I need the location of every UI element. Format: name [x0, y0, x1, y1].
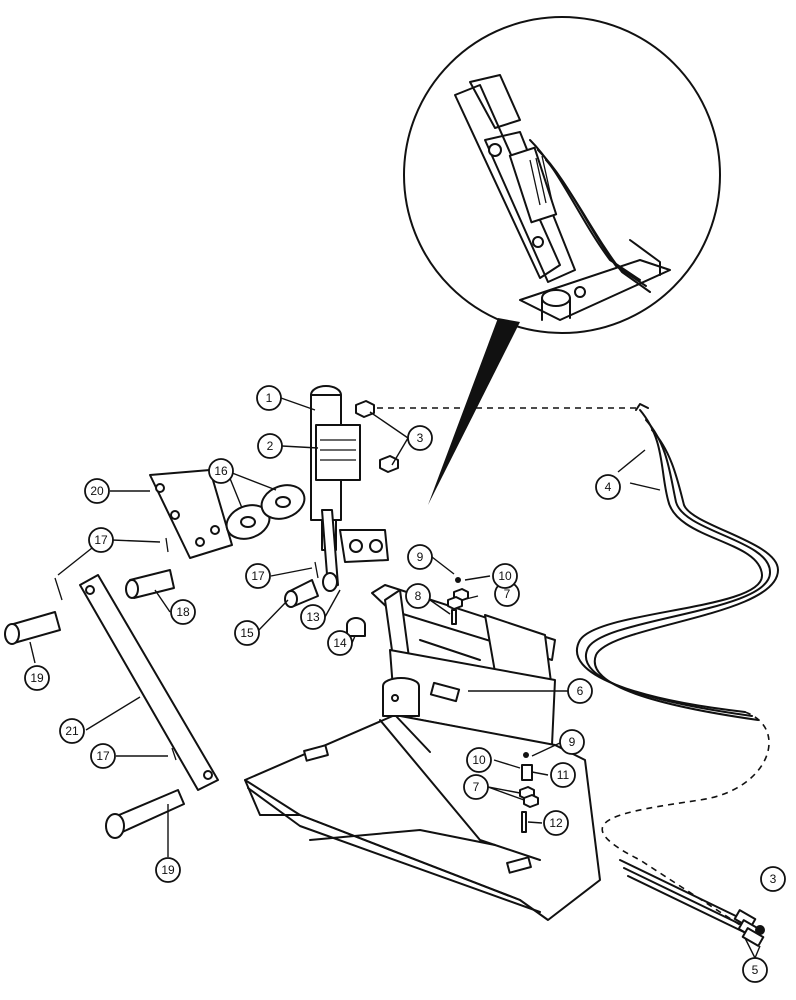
- link-bar: [79, 574, 219, 791]
- svg-text:20: 20: [90, 484, 104, 498]
- callout-2: 2: [257, 433, 283, 459]
- inset-arm: [454, 74, 671, 321]
- svg-text:5: 5: [752, 963, 759, 977]
- washers: [225, 484, 306, 540]
- callout-16: 16: [208, 458, 234, 484]
- callout-15: 15: [234, 620, 260, 646]
- svg-text:3: 3: [417, 431, 424, 445]
- svg-text:18: 18: [176, 605, 190, 619]
- callout-18: 18: [170, 599, 196, 625]
- callout-20: 20: [84, 478, 110, 504]
- svg-text:19: 19: [161, 863, 175, 877]
- callout-5: 5: [742, 957, 768, 983]
- svg-text:2: 2: [267, 439, 274, 453]
- svg-text:13: 13: [306, 610, 320, 624]
- svg-text:3: 3: [770, 872, 777, 886]
- svg-text:10: 10: [498, 569, 512, 583]
- callout-14: 14: [327, 630, 353, 656]
- svg-text:15: 15: [240, 626, 254, 640]
- svg-text:10: 10: [472, 753, 486, 767]
- svg-text:12: 12: [549, 816, 563, 830]
- detail-inset-circle: [403, 16, 721, 334]
- callout-21: 21: [59, 718, 85, 744]
- svg-text:21: 21: [65, 724, 79, 738]
- callout-10: 10: [466, 747, 492, 773]
- callout-10: 10: [492, 563, 518, 589]
- callout-6: 6: [567, 678, 593, 704]
- hydraulic-hoses: [576, 403, 779, 947]
- callout-13: 13: [300, 604, 326, 630]
- callout-12: 12: [543, 810, 569, 836]
- svg-text:17: 17: [96, 749, 110, 763]
- svg-text:11: 11: [557, 768, 570, 782]
- svg-text:7: 7: [473, 780, 480, 794]
- callout-17: 17: [88, 527, 114, 553]
- svg-text:9: 9: [417, 550, 424, 564]
- callout-9: 9: [407, 544, 433, 570]
- callout-19: 19: [24, 665, 50, 691]
- fittings: [355, 400, 399, 473]
- callout-1: 1: [256, 385, 282, 411]
- bracket-plate: [149, 469, 233, 559]
- callout-8: 8: [405, 583, 431, 609]
- svg-text:1: 1: [266, 391, 273, 405]
- detail-inset: [403, 16, 721, 505]
- svg-text:6: 6: [577, 684, 584, 698]
- callout-3: 3: [407, 425, 433, 451]
- callout-7: 7: [463, 774, 489, 800]
- pins: [4, 537, 366, 839]
- callout-17: 17: [245, 563, 271, 589]
- hydraulic-cylinder: [310, 385, 389, 588]
- svg-text:17: 17: [251, 569, 265, 583]
- svg-text:14: 14: [333, 636, 347, 650]
- callout-11: 11: [550, 762, 576, 788]
- svg-text:8: 8: [415, 589, 422, 603]
- callout-4: 4: [595, 474, 621, 500]
- svg-text:9: 9: [569, 735, 576, 749]
- svg-text:19: 19: [30, 671, 44, 685]
- svg-text:17: 17: [94, 533, 108, 547]
- detail-pointer: [428, 318, 520, 505]
- callout-9: 9: [559, 729, 585, 755]
- callout-19: 19: [155, 857, 181, 883]
- callouts: 1 2 3 3 4 5 6 7 7 8 9 9 10 10 11 12 13 1…: [24, 385, 786, 983]
- svg-text:16: 16: [214, 464, 228, 478]
- svg-text:4: 4: [605, 480, 612, 494]
- main-frame: [244, 584, 601, 921]
- callout-3: 3: [760, 866, 786, 892]
- svg-text:7: 7: [504, 587, 511, 601]
- callout-17: 17: [90, 743, 116, 769]
